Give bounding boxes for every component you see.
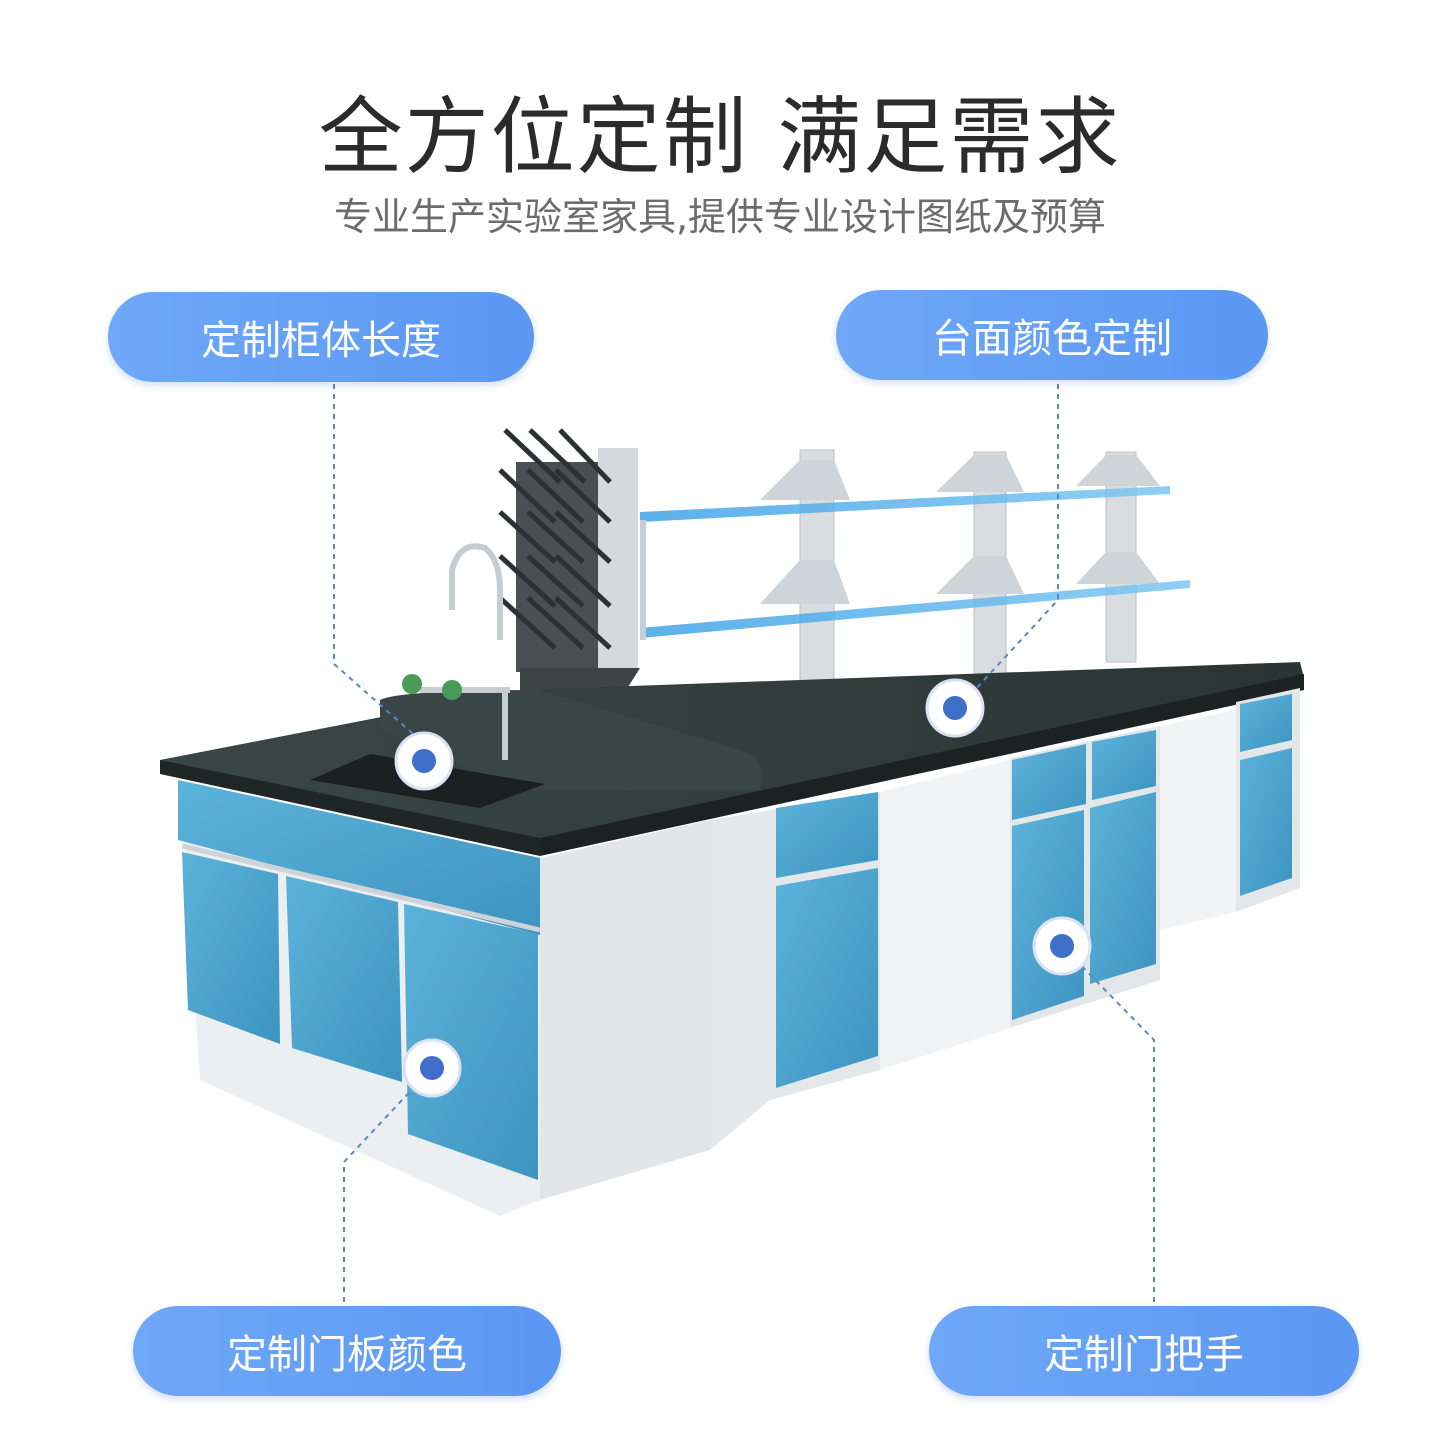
faucet xyxy=(402,543,510,760)
page-title: 全方位定制 满足需求 xyxy=(318,88,1122,186)
reagent-shelf xyxy=(640,449,1190,716)
callout-leaders xyxy=(333,384,1155,1302)
callout-cabinet-length: 定制柜体长度 xyxy=(108,292,534,382)
left-cabinet xyxy=(160,776,710,1216)
drying-rack xyxy=(498,428,640,700)
callout-countertop-color: 台面颜色定制 xyxy=(836,290,1268,380)
page-subtitle: 专业生产实验室家具,提供专业设计图纸及预算 xyxy=(333,195,1107,239)
callout-door-handle: 定制门把手 xyxy=(929,1306,1359,1396)
callout-door-panel-color: 定制门板颜色 xyxy=(133,1306,561,1396)
marker-dot-icon xyxy=(394,678,1092,1098)
countertop xyxy=(160,662,1304,856)
